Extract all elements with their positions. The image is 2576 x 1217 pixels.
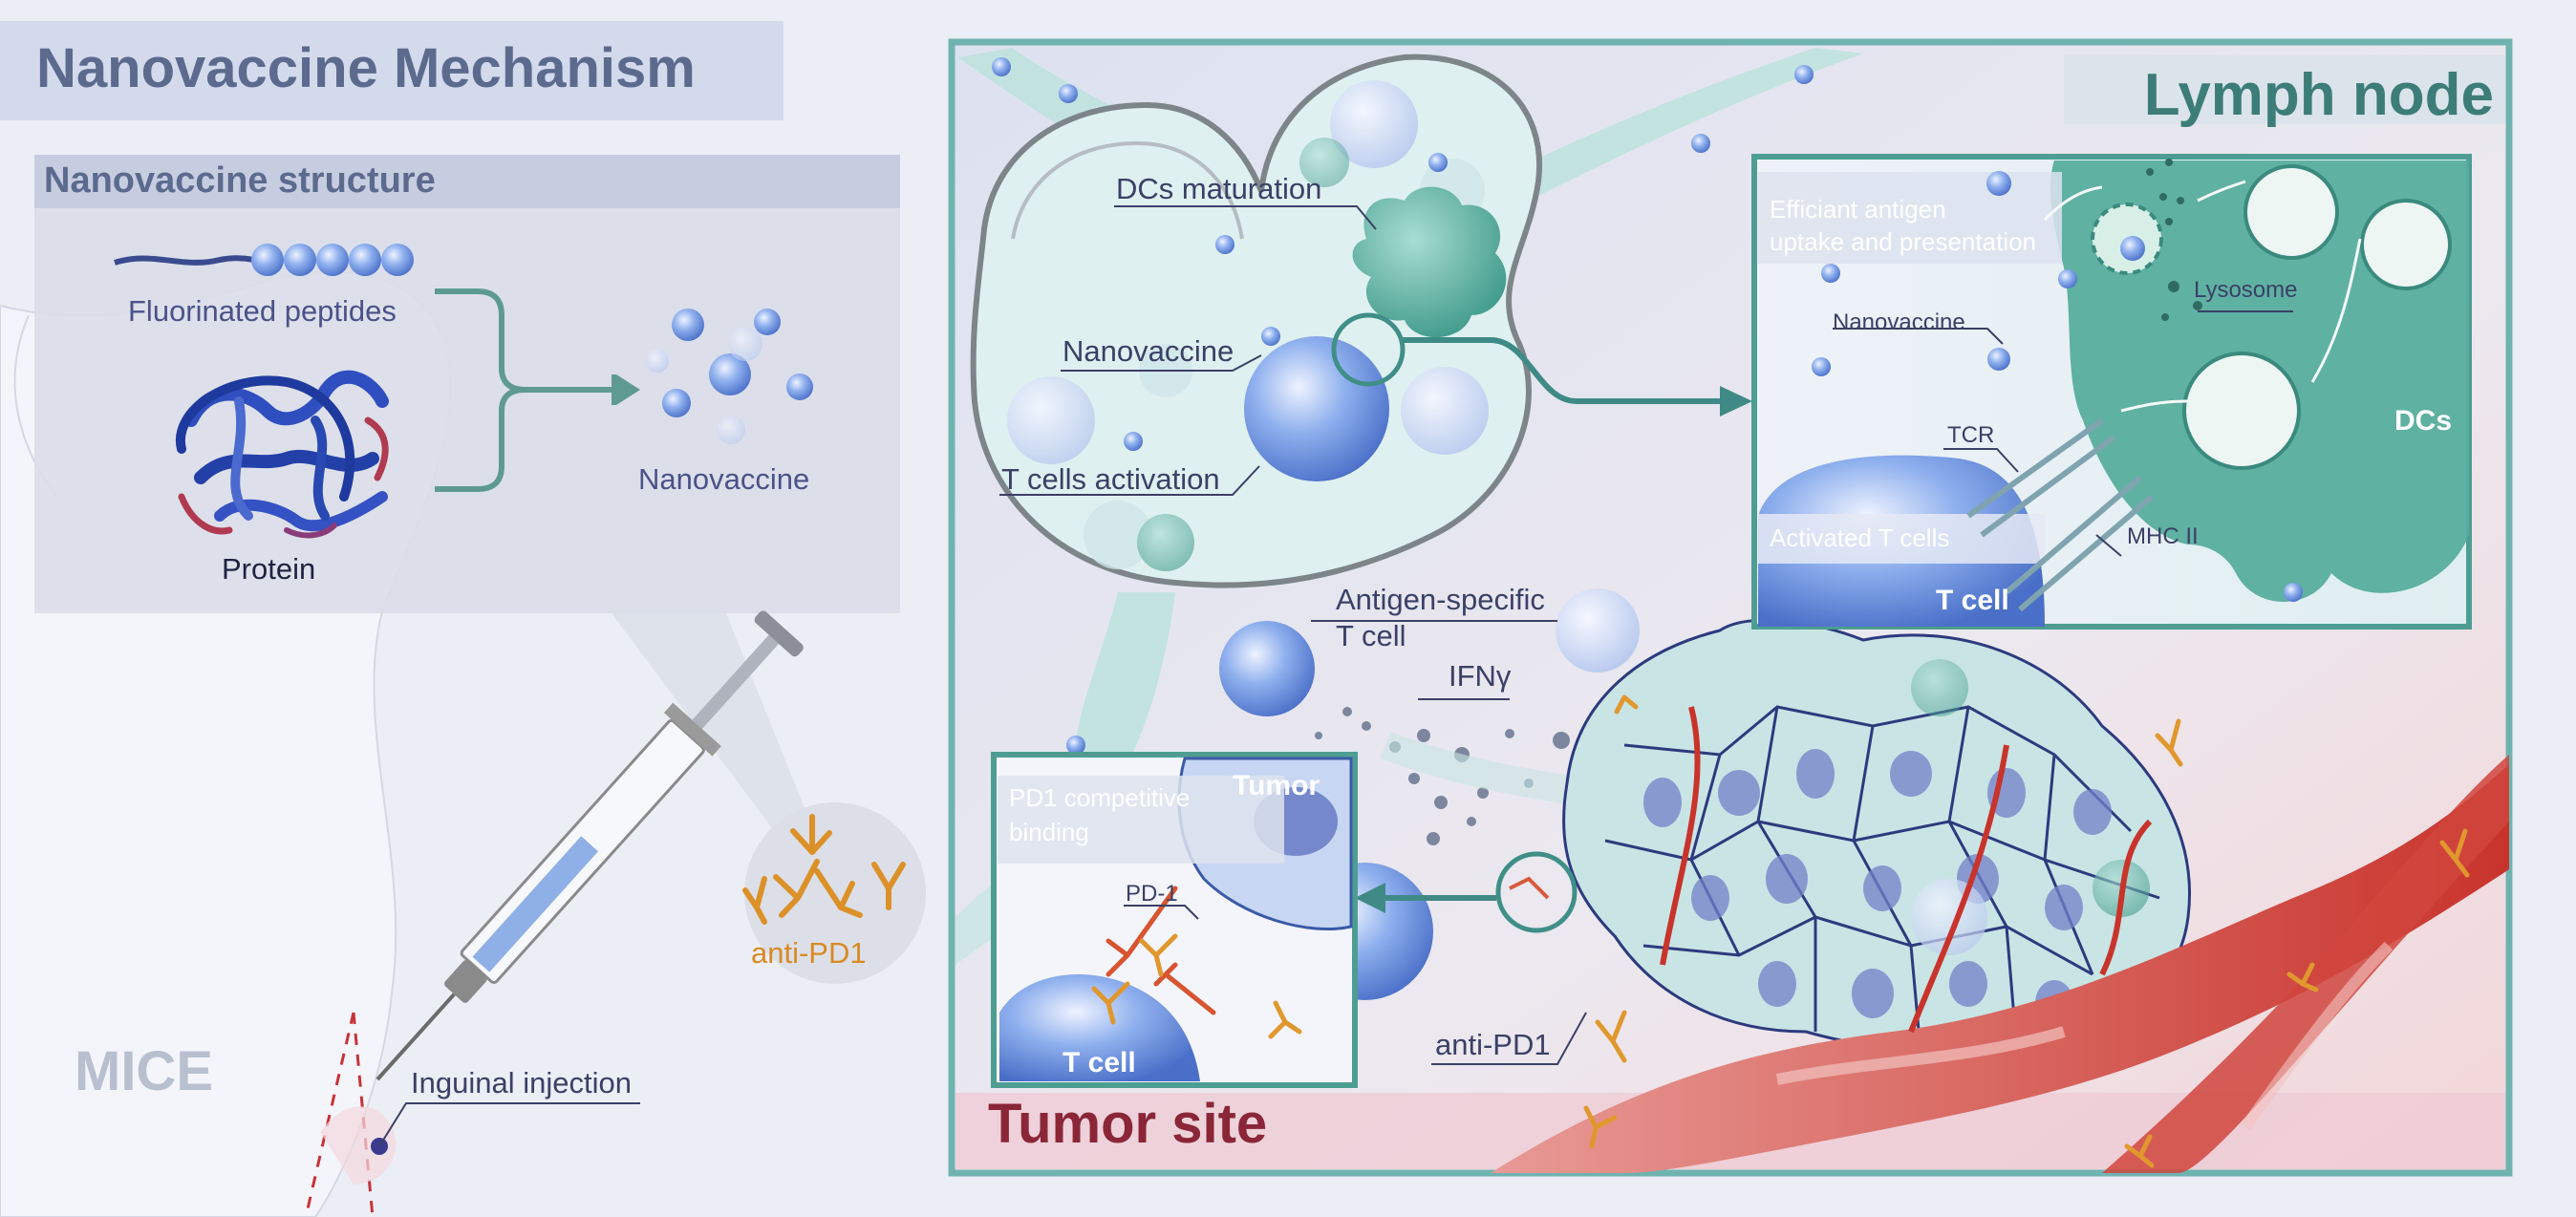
label-anti-pd1-tumor: anti-PD1 [1435,1028,1551,1061]
pd1-antibodies [1091,933,1302,1039]
label-t-cells-activation: T cells activation [1001,462,1220,496]
tcr-mhc-bridges [1966,417,2154,612]
merge-arrow-head [612,374,640,405]
page-title: Nanovaccine Mechanism [36,37,696,99]
label-anti-pd1-bubble: anti-PD1 [751,936,867,970]
label-fluorinated-peptides: Fluorinated peptides [128,294,397,328]
zoom-arrow-tumor-head [1355,883,1385,913]
lysosome-protein [2243,164,2339,260]
lymph-vessel-upper-right [1491,48,1863,220]
zoom-circle-dc [1331,312,1406,387]
merge-bracket-bottom [435,387,526,492]
blood-vessel-secondary [2102,755,2509,1173]
label-dcs: DCs [2394,405,2453,437]
lymph-title-band [2064,55,2505,124]
zoom-arrow-dc-head [1720,386,1752,416]
title-band [0,21,784,120]
label-ifng: IFNγ [1449,659,1512,693]
structure-panel [34,155,900,613]
label-tumor-site: Tumor site [988,1093,1268,1155]
mhc-leader [2095,534,2122,557]
label-inguinal-injection: Inguinal injection [411,1066,632,1100]
antibody-cluster [742,814,906,925]
injection-region [304,1012,375,1217]
capillaries [1660,706,2153,1034]
label-nanovaccine-left: Nanovaccine [638,462,810,496]
antigen-t-cell [1219,621,1315,716]
injection-area-fill [320,1106,397,1185]
inset-particles [1812,171,2303,602]
processing-arrows [2043,180,2362,413]
floating-antibodies [1583,694,2470,1168]
lymph-panel-frame [948,38,2513,1177]
label-pd-1: PD-1 [1126,881,1178,907]
endosome-particle [2120,236,2145,261]
blood-vessel-main [1491,764,2509,1173]
label-inset-t-cell: T cell [1936,585,2009,616]
peptide-beads [251,244,414,276]
dendritic-cell [1352,186,1507,338]
tumor-mass [1562,618,2191,1054]
label-lymph-node: Lymph node [2143,62,2494,128]
label-mhc: MHC II [2127,523,2199,549]
zoom-circle-tumor [1495,851,1578,933]
efficient-band [1758,172,2062,264]
structure-panel-header [34,155,900,208]
pd1-band [998,776,1284,864]
lymph-node-body [970,53,1543,588]
pd1-leader [1124,905,1199,920]
label-mice: MICE [75,1040,213,1102]
inset-t-cell-pd1 [999,974,1200,1081]
peptide-tail [114,255,259,266]
antigen-t-cell-pale [1556,588,1640,673]
structure-title: Nanovaccine structure [44,160,436,201]
label-protein: Protein [222,552,316,586]
anti-pd1-bubble [744,802,926,984]
nanovaccine-leader [1061,354,1262,372]
mhc-vesicle [2360,199,2452,290]
dcs-leader [1114,205,1377,230]
blood-flow-arrow [1775,1026,2066,1085]
label-tumor: Tumor [1233,770,1320,801]
lysosome-dots [2146,159,2202,321]
label-efficient-1: Efficiant antigen [1770,195,1946,224]
tcr-leader [1943,448,2019,473]
protein-structure [175,370,389,539]
zoom-arrow-dc [1403,337,1720,404]
label-activated-t-cells: Activated T cells [1770,523,1950,552]
blood-flow-arrow-2 [2241,941,2394,1131]
lymph-t-cell [1244,336,1389,481]
anti-pd1-leader [1431,1012,1587,1065]
label-antigen-specific-2: T cell [1336,619,1406,652]
label-nanovaccine-node: Nanovaccine [1063,334,1234,368]
zoom-tumor-detail [1509,876,1550,900]
label-tcr: TCR [1947,422,1995,448]
lymph-node-cells [1007,80,1489,571]
label-efficient-2: uptake and presentation [1770,227,2036,256]
label-dcs-maturation: DCs maturation [1116,172,1322,205]
syringe [376,610,804,1081]
node-nanoparticles [992,57,1814,755]
lymph-vessel-lower [1074,592,1175,783]
inset-nanovaccine-leader [1833,328,2004,345]
injection-leader-line [378,1102,640,1147]
lymph-node-inner-contour [1011,140,1244,240]
label-pd1-t-cell: T cell [1063,1047,1136,1078]
tcell-activation-leader [999,465,1260,496]
presentation-vesicle [2182,352,2301,470]
label-pd1-binding: binding [1009,818,1089,846]
label-pd1-competitive: PD1 competitive [1009,783,1191,812]
label-inset-nanovaccine: Nanovaccine [1833,310,1965,335]
nanovaccine-particles [646,309,813,444]
label-antigen-specific-1: Antigen-specific [1336,583,1545,616]
pd1-receptors [1106,886,1216,1015]
label-lysosome: Lysosome [2194,277,2298,303]
